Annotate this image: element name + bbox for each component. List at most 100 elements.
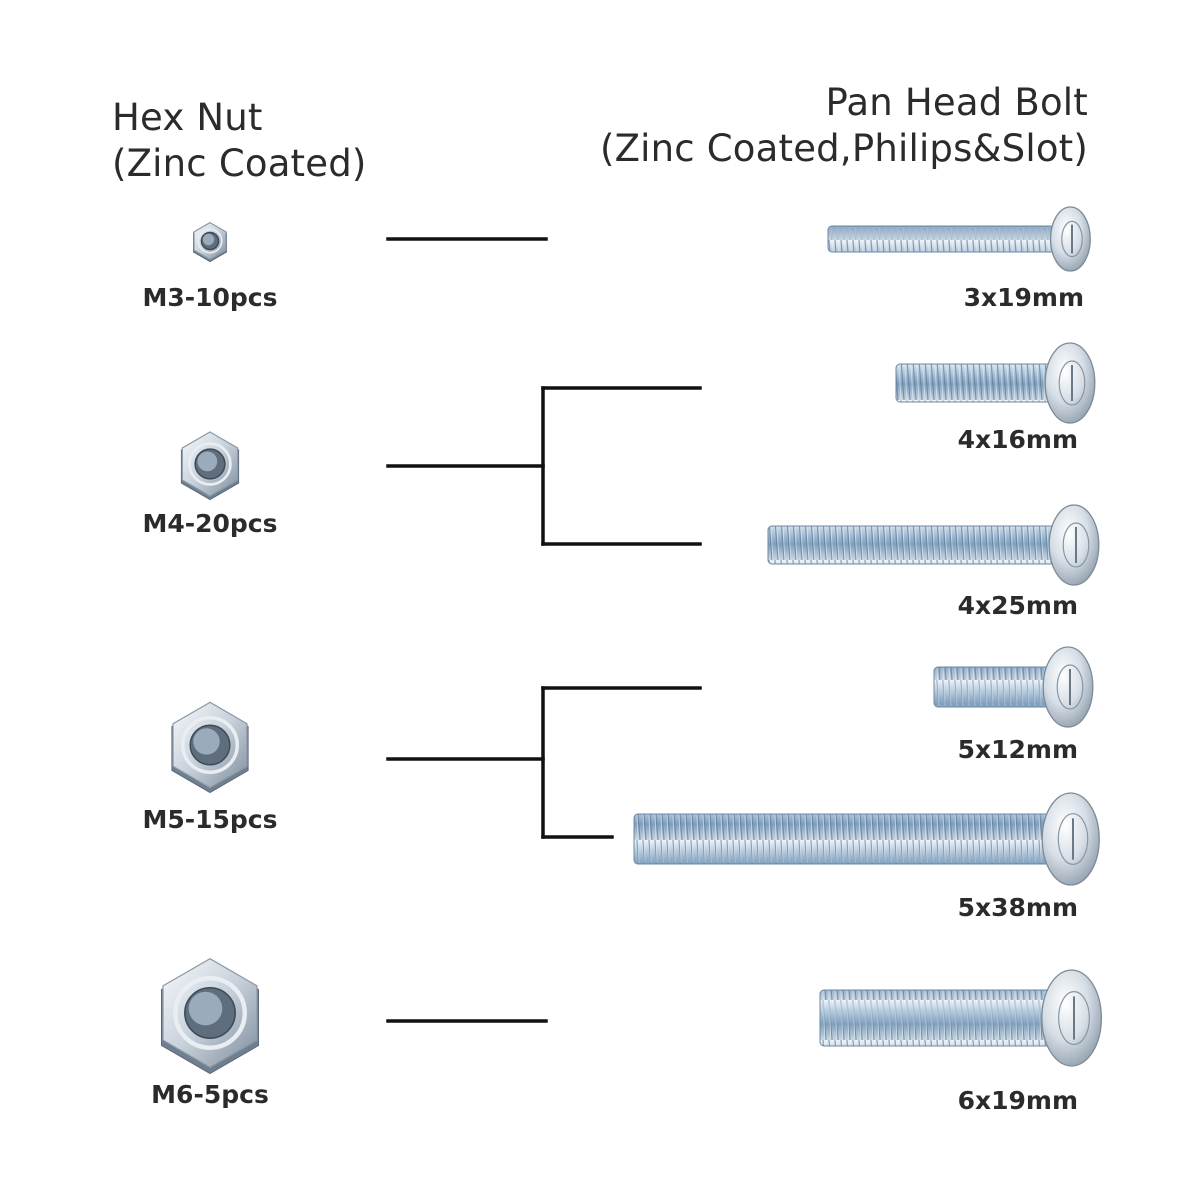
bolt-thread-crest	[858, 814, 862, 864]
bolt-thread-crest	[898, 364, 902, 402]
bolt-thread-crest	[1046, 226, 1050, 252]
nut-thread-highlight	[188, 991, 223, 1026]
bolt-thread-crest	[872, 526, 876, 564]
bolt-thread-crest	[956, 226, 960, 252]
bolt-thread-crest	[756, 814, 760, 864]
bolt-head	[1049, 206, 1091, 272]
bolt-thread-crest	[914, 226, 918, 252]
bolt-thread-crest	[1030, 364, 1034, 402]
bolt-thread-crest	[908, 526, 912, 564]
bolt-thread-crest	[1000, 364, 1004, 402]
bolt-thread-crest	[834, 990, 838, 1046]
bolt-label-4x25: 4x25mm	[957, 591, 1078, 620]
bolt-thread-crest	[946, 364, 950, 402]
nut-chamfer	[197, 228, 223, 254]
bolt-thread-crest	[954, 667, 958, 707]
bolt-thread-crest	[848, 226, 852, 252]
bolt-thread-crest	[900, 990, 904, 1046]
bolt-thread-crest	[824, 526, 828, 564]
bolt-thread-crest	[696, 814, 700, 864]
bolt-head-recess	[1058, 360, 1086, 406]
bolt-thread-crest	[1022, 526, 1026, 564]
bolt-thread-crest	[954, 814, 958, 864]
bolt-thread-crest	[690, 814, 694, 864]
bolt-thread-crest	[990, 990, 994, 1046]
bolt-thread-crest	[968, 226, 972, 252]
bolt-thread-crest	[894, 814, 898, 864]
bolt-thread-crest	[950, 226, 954, 252]
bolt-thread-crest	[852, 814, 856, 864]
bolt-head-recess	[1058, 990, 1090, 1045]
bolt-thread-crest	[986, 226, 990, 252]
bolt-thread-crest	[990, 667, 994, 707]
bolt-thread-crest	[654, 814, 658, 864]
bolt-thread-crest	[888, 814, 892, 864]
bolt-thread-crest	[1008, 814, 1012, 864]
bolt-thread-crest	[1040, 526, 1044, 564]
bolt-thread-crest	[1010, 226, 1014, 252]
bolt-thread-crest	[818, 526, 822, 564]
bolt-thread-crest	[1042, 364, 1046, 402]
bolt-head-recess	[1056, 664, 1084, 710]
bolt-thread-crest	[956, 526, 960, 564]
bolt-label-3x19: 3x19mm	[963, 283, 1084, 312]
bolt-thread-crest	[1038, 990, 1042, 1046]
bolt-thread-crest	[882, 814, 886, 864]
nut-label-m4: M4-20pcs	[142, 509, 278, 538]
bolt-thread-crest	[842, 226, 846, 252]
pan-head-bolts	[633, 206, 1103, 1067]
bolt-thread-crest	[962, 226, 966, 252]
bolt-thread-crest	[936, 990, 940, 1046]
bolt-thread-crest	[1034, 526, 1038, 564]
bolt-thread-crest	[788, 526, 792, 564]
bolt-thread-crest	[948, 667, 952, 707]
bolt-thread-crest	[648, 814, 652, 864]
bolt-thread-crest	[1008, 667, 1012, 707]
bolt-thread-crest	[816, 814, 820, 864]
bolt-thread-crest	[720, 814, 724, 864]
bolt-thread-crest	[994, 364, 998, 402]
bolt-thread-crest	[1034, 226, 1038, 252]
bolt-thread-crest	[1040, 226, 1044, 252]
bolt-thread-crest	[966, 667, 970, 707]
bolt-thread-crest	[636, 814, 640, 864]
bolt-thread-crest	[916, 364, 920, 402]
bolt-3x19-icon	[827, 206, 1091, 272]
bolt-thread-crest	[774, 814, 778, 864]
bolt-thread-crest	[950, 526, 954, 564]
bolt-head	[1041, 792, 1100, 886]
bolt-thread-crest	[920, 226, 924, 252]
bolt-thread-crest	[842, 526, 846, 564]
bolt-thread-crest	[1020, 990, 1024, 1046]
bolt-thread-crest	[934, 364, 938, 402]
bolt-thread-crest	[834, 814, 838, 864]
bolt-thread-crest	[978, 814, 982, 864]
bolt-thread-crest	[932, 226, 936, 252]
bolt-thread-crest	[962, 526, 966, 564]
bolt-thread-crest	[1016, 226, 1020, 252]
bolt-label-4x16: 4x16mm	[957, 425, 1078, 454]
bolt-thread-crest	[744, 814, 748, 864]
nut-chamfer	[173, 976, 247, 1050]
bolt-thread-crest	[1022, 226, 1026, 252]
bolt-thread-crest	[960, 990, 964, 1046]
bolt-thread-crest	[822, 814, 826, 864]
bolt-thread-crest	[870, 990, 874, 1046]
bolt-thread-crest	[852, 990, 856, 1046]
hex-nut-title-line2: (Zinc Coated)	[112, 142, 367, 185]
nut-thread-highlight	[202, 233, 215, 246]
nut-chamfer	[180, 715, 240, 775]
nut-label-m5: M5-15pcs	[142, 805, 278, 834]
bolt-thread-crest	[806, 526, 810, 564]
bolt-thread-crest	[910, 364, 914, 402]
bolt-thread-crest	[702, 814, 706, 864]
bolt-6x19-icon	[819, 969, 1103, 1067]
bolt-thread-crest	[908, 226, 912, 252]
bolt-thread-crest	[930, 990, 934, 1046]
bolt-thread-crest	[996, 667, 1000, 707]
bolt-thread-crest	[726, 814, 730, 864]
bolt-5x38-icon	[633, 792, 1100, 886]
bolt-thread-crest	[978, 667, 982, 707]
bolt-thread-crest	[1018, 364, 1022, 402]
